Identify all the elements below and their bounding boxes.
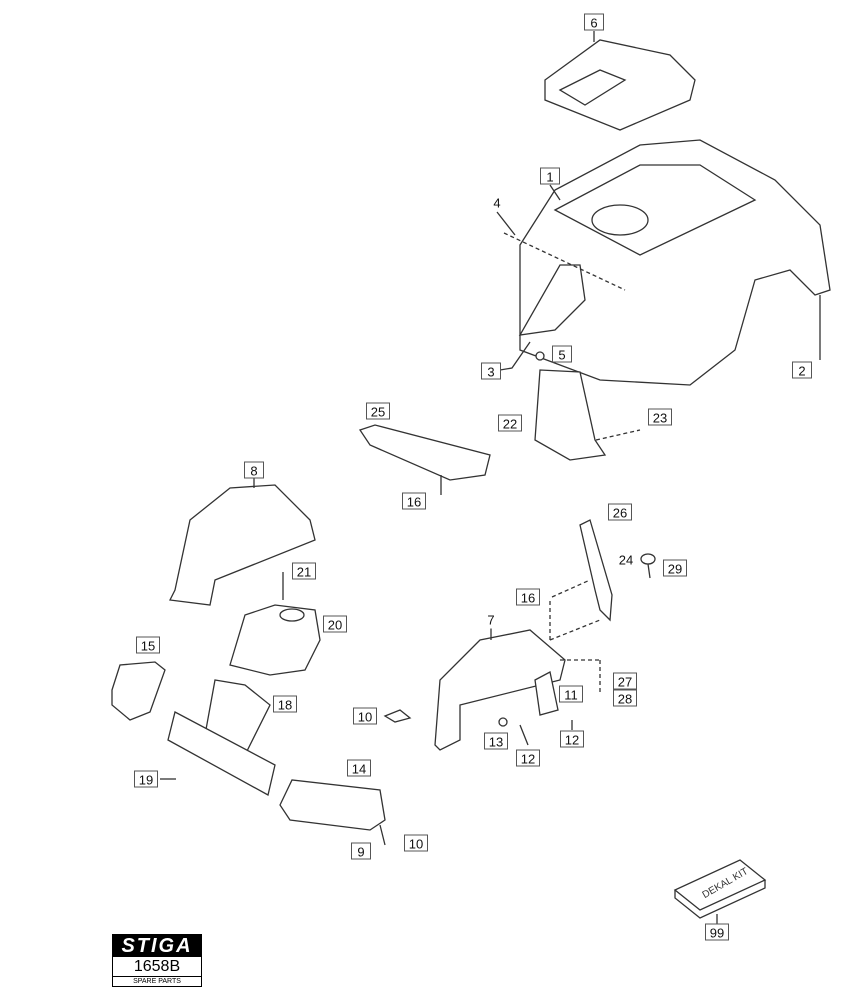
- callout-24: 24: [614, 551, 638, 569]
- callout-6: 6: [584, 13, 604, 31]
- callout-4: 4: [487, 194, 507, 212]
- part-11-plate: [498, 671, 573, 746]
- callout-19: 19: [134, 770, 158, 788]
- callout-7: 7: [481, 611, 501, 629]
- part-7-fender: [383, 628, 566, 751]
- callout-21: 21: [292, 562, 316, 580]
- callout-12: 12: [560, 730, 584, 748]
- part-6-top-cover: [544, 31, 696, 131]
- callout-27: 27: [613, 672, 637, 690]
- callout-99: 99: [705, 923, 729, 941]
- callout-11: 11: [559, 685, 583, 703]
- callout-22: 22: [498, 414, 522, 432]
- part-99-decal-kit-box: [673, 859, 767, 924]
- spare-parts-label: SPARE PARTS: [133, 978, 181, 985]
- stiga-logo-block: STIGA 1658B SPARE PARTS: [112, 934, 202, 987]
- callout-20: 20: [323, 615, 347, 633]
- callout-18: 18: [273, 695, 297, 713]
- callout-13: 13: [484, 732, 508, 750]
- part-8-fender: [169, 478, 316, 606]
- callout-5: 5: [552, 345, 572, 363]
- callout-9: 9: [351, 842, 371, 860]
- callout-15: 15: [136, 636, 160, 654]
- callout-10b: 10: [404, 834, 428, 852]
- part-22-bracket: [534, 369, 641, 461]
- callout-26: 26: [608, 503, 632, 521]
- callout-25: 25: [366, 402, 390, 420]
- part-18-19-footplate: [160, 679, 276, 796]
- callout-10: 10: [353, 707, 377, 725]
- part-24-lever: [549, 519, 656, 695]
- callout-29: 29: [663, 559, 687, 577]
- callout-12b: 12: [516, 749, 540, 767]
- callout-23: 23: [648, 408, 672, 426]
- callout-28: 28: [613, 689, 637, 707]
- part-20-tank: [229, 572, 321, 676]
- callout-16b: 16: [516, 588, 540, 606]
- callout-1: 1: [540, 167, 560, 185]
- callout-14: 14: [347, 759, 371, 777]
- part-15-bracket: [111, 661, 166, 721]
- callout-8: 8: [244, 461, 264, 479]
- callout-3: 3: [481, 362, 501, 380]
- part-25-rail: [358, 424, 491, 495]
- diagram-code: 1658B: [113, 957, 201, 977]
- callout-2: 2: [792, 361, 812, 379]
- part-1-hood: [496, 139, 831, 386]
- part-14-panel: [279, 779, 386, 846]
- brand-logo: STIGA: [113, 935, 201, 957]
- callout-16: 16: [402, 492, 426, 510]
